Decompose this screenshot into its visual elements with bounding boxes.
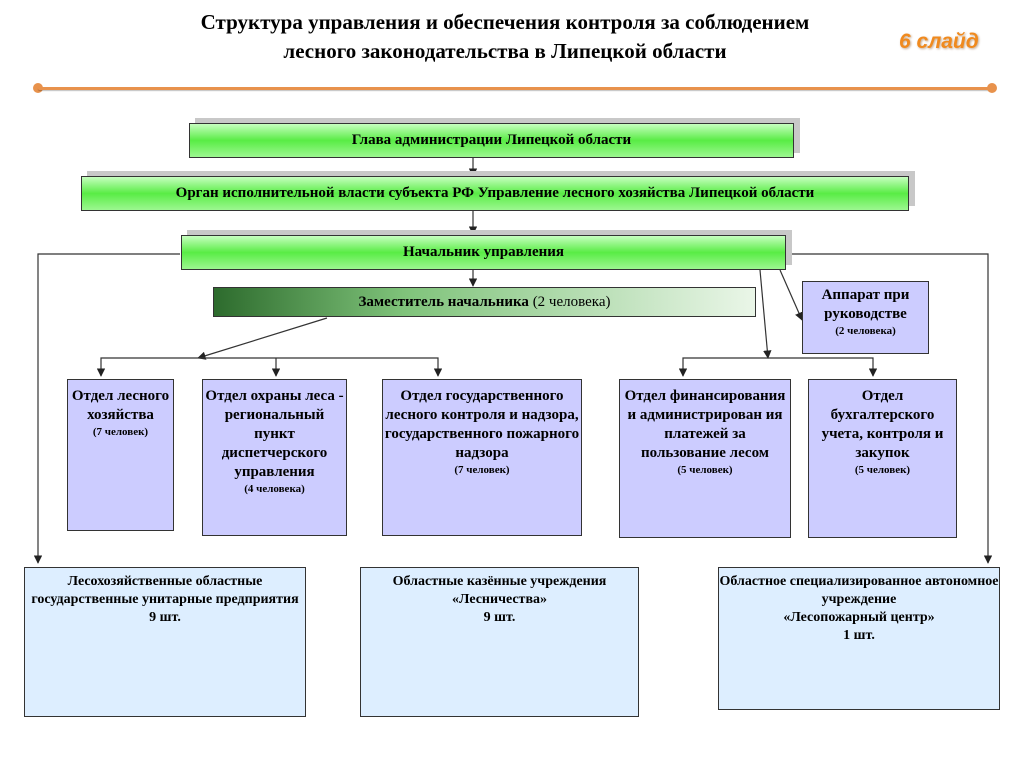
node-authority-label: Орган исполнительной власти субъекта РФ … — [175, 185, 815, 201]
slide-number-badge: 6 слайд — [899, 30, 979, 53]
node-forestries-name: «Лесничества» — [452, 592, 547, 607]
connector-chief-firecenter — [786, 253, 993, 564]
node-dept-finance-count: (5 человек) — [677, 464, 733, 476]
node-dept-control-count: (7 человек) — [454, 464, 510, 476]
node-executive-authority: Орган исполнительной власти субъекта РФ … — [81, 176, 909, 211]
node-forestries-label: Областные казённые учреждения — [392, 574, 607, 589]
node-apparatus-count: (2 человека) — [835, 325, 896, 337]
title-line-1: Структура управления и обеспечения контр… — [200, 10, 810, 34]
node-fire-center: Областное специализированное автономное … — [718, 567, 1000, 710]
node-dept-finance: Отдел финансирования и администрирован и… — [619, 379, 791, 538]
connector-chief-enterprises — [33, 253, 180, 564]
connector-chief-right-branch — [759, 269, 772, 359]
node-dept-protection-count: (4 человека) — [244, 483, 305, 495]
node-enterprises: Лесохозяйственные областные государствен… — [24, 567, 306, 717]
node-dept-accounting: Отдел бухгалтерского учета, контроля и з… — [808, 379, 957, 538]
rule-right-dot — [987, 83, 997, 93]
node-dept-accounting-label: Отдел бухгалтерского учета, контроля и з… — [821, 388, 944, 461]
node-chief-label: Начальник управления — [402, 244, 565, 260]
right-branch-bar — [678, 357, 878, 377]
node-enterprises-count: 9 шт. — [149, 610, 181, 625]
node-dept-forestry: Отдел лесного хозяйства (7 человек) — [67, 379, 174, 531]
node-firecenter-label: Областное специализированное автономное … — [719, 574, 999, 607]
node-dept-control-label: Отдел государственного лесного контроля … — [384, 388, 580, 461]
title-line-2: лесного законодательства в Липецкой обла… — [283, 39, 727, 63]
node-apparatus-label: Аппарат при руководстве — [821, 287, 910, 322]
node-deputy-count: (2 человека) — [532, 293, 611, 310]
node-deputy-chief: Заместитель начальника (2 человека) — [213, 287, 756, 317]
node-forestries: Областные казённые учреждения «Лесничест… — [360, 567, 639, 717]
node-firecenter-name: «Лесопожарный центр» — [783, 610, 935, 625]
connector-chief-apparatus — [779, 269, 803, 321]
node-dept-forestry-count: (7 человек) — [92, 426, 149, 438]
node-chief: Начальник управления — [181, 235, 786, 270]
node-apparatus: Аппарат при руководстве (2 человека) — [802, 281, 929, 354]
header-rule — [38, 87, 993, 90]
node-dept-forestry-label: Отдел лесного хозяйства — [71, 388, 170, 423]
node-dept-protection-label: Отдел охраны леса - региональный пункт д… — [205, 388, 344, 480]
node-dept-protection: Отдел охраны леса - региональный пункт д… — [202, 379, 347, 536]
node-firecenter-count: 1 шт. — [843, 628, 875, 643]
page-title: Структура управления и обеспечения контр… — [120, 8, 890, 66]
node-forestries-count: 9 шт. — [483, 610, 516, 625]
node-dept-finance-label: Отдел финансирования и администрирован и… — [624, 388, 786, 461]
node-deputy-label: Заместитель начальника — [358, 293, 529, 310]
node-dept-control: Отдел государственного лесного контроля … — [382, 379, 582, 536]
connector-deputy-left-branch — [197, 317, 328, 360]
node-head-of-administration: Глава администрации Липецкой области — [189, 123, 794, 158]
node-enterprises-label: Лесохозяйственные областные государствен… — [31, 574, 299, 607]
node-head-label: Глава администрации Липецкой области — [351, 132, 632, 148]
node-dept-accounting-count: (5 человек) — [854, 464, 911, 476]
left-branch-bar — [96, 357, 443, 377]
